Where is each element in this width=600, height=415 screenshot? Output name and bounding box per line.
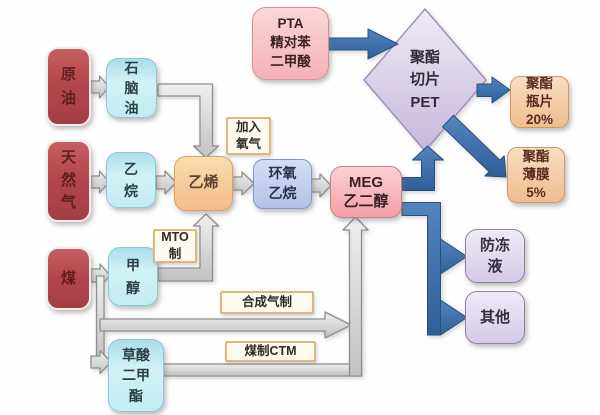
label-syngas-process: 合成气制 bbox=[220, 291, 314, 314]
arrow-pet-to-film bbox=[442, 114, 507, 178]
arrow-meg-to-antifreeze bbox=[440, 238, 468, 275]
node-antifreeze: 防冻 液 bbox=[465, 229, 525, 283]
node-ethane: 乙 烷 bbox=[106, 152, 156, 208]
arrow-meg-to-pet bbox=[401, 145, 444, 191]
node-naphtha: 石 脑 油 bbox=[106, 58, 157, 118]
arrow-pet-to-bottle-chip bbox=[476, 76, 511, 104]
arrow-crude-oil-to-naphtha bbox=[90, 75, 110, 99]
node-coal: 煤 bbox=[46, 247, 91, 310]
node-methanol: 甲 醇 bbox=[108, 247, 158, 306]
arrow-ethylene-to-ethylene-oxide bbox=[231, 171, 255, 196]
arrow-pta-to-pet bbox=[325, 28, 399, 60]
arrow-naphtha-to-ethylene bbox=[157, 83, 220, 159]
node-pet-chip-label: 聚酯 切片 PET bbox=[409, 48, 440, 111]
connector-meg-down-branch bbox=[401, 202, 441, 336]
node-film: 聚酯 薄膜 5% bbox=[507, 147, 565, 203]
arrow-ethane-to-ethylene bbox=[155, 170, 177, 195]
arrow-coal-to-dimethyl-oxalate bbox=[90, 349, 112, 375]
label-mto-process: MTO 制 bbox=[153, 229, 197, 263]
node-pta: PTA 精对苯 二甲酸 bbox=[252, 7, 329, 80]
arrow-ctm-route-to-meg bbox=[342, 216, 369, 377]
node-others: 其他 bbox=[465, 291, 525, 344]
node-natural-gas: 天 然 气 bbox=[46, 140, 91, 222]
arrow-methanol-to-ethylene-mto bbox=[157, 213, 220, 282]
arrow-natural-gas-to-ethane bbox=[90, 170, 110, 194]
node-bottle-chip: 聚酯 瓶片 20% bbox=[510, 76, 569, 128]
label-coal-ctm-process: 煤制CTM bbox=[225, 341, 316, 362]
node-dimethyl-oxalate: 草酸 二甲 酯 bbox=[108, 339, 164, 412]
arrow-meg-to-others bbox=[440, 299, 468, 336]
node-meg: MEG 乙二醇 bbox=[330, 166, 402, 218]
connector-ctm-route bbox=[162, 363, 363, 377]
node-crude-oil: 原 油 bbox=[46, 47, 91, 126]
node-ethylene: 乙烯 bbox=[174, 156, 233, 211]
node-ethylene-oxide: 环氧 乙烷 bbox=[253, 159, 312, 209]
arrow-ethylene-oxide-to-meg bbox=[310, 173, 332, 198]
label-add-oxygen: 加入 氧气 bbox=[226, 117, 271, 155]
arrow-coal-syngas-route bbox=[99, 311, 352, 339]
